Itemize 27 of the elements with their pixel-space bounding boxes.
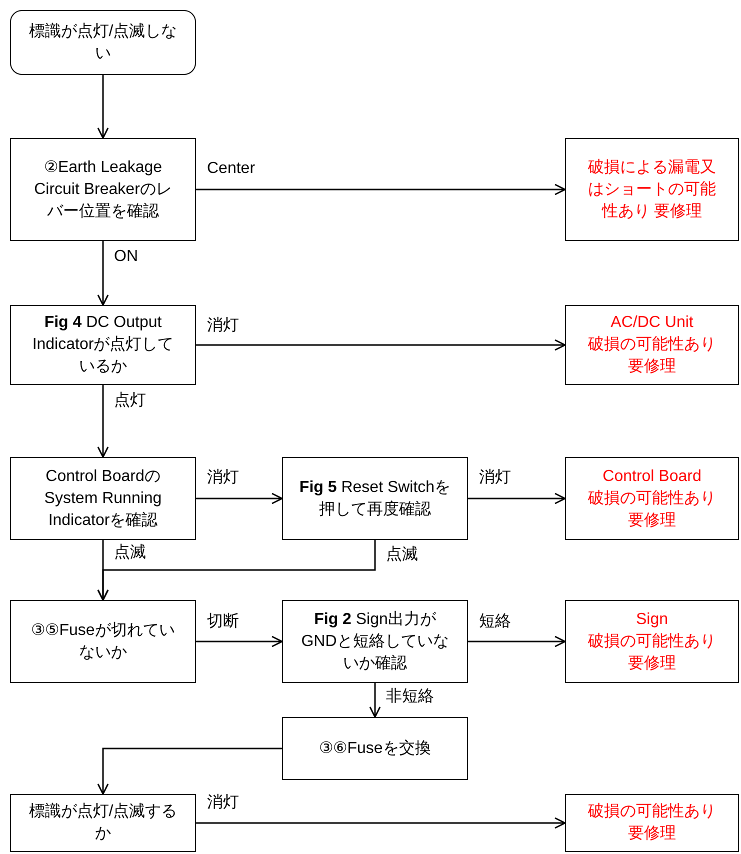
arrow (196, 339, 566, 351)
start-box: 標識が点灯/点滅しない (10, 10, 196, 75)
arrow (196, 184, 566, 196)
arrow (196, 817, 566, 829)
result-box: AC/DC Unit 破損の可能性あり 要修理 (565, 305, 739, 385)
result-box: Sign 破損の可能性あり 要修理 (565, 600, 739, 683)
arrow (97, 241, 109, 306)
arrow (196, 636, 283, 648)
arrow (468, 636, 566, 648)
arrow (97, 75, 109, 139)
arrow (97, 385, 109, 458)
process-box: ③⑤Fuseが切れていないか (10, 600, 196, 683)
process-box: ②Earth Leakage Circuit Breakerのレバー位置を確認 (10, 138, 196, 241)
result-box: 破損の可能性あり 要修理 (565, 794, 739, 852)
process-box: 標識が点灯/点滅するか (10, 794, 196, 852)
process-box: ③⑥Fuseを交換 (282, 717, 468, 780)
process-box: Fig 4 DC Output Indicatorが点灯しているか (10, 305, 196, 385)
arrow (369, 683, 381, 718)
process-box: Fig 2 Sign出力がGNDと短絡していないか確認 (282, 600, 468, 683)
arrow (97, 540, 376, 601)
result-box: 破損による漏電又はショートの可能性あり 要修理 (565, 138, 739, 241)
arrow (196, 492, 283, 504)
result-box: Control Board 破損の可能性あり 要修理 (565, 457, 739, 540)
process-box: Fig 5 Reset Switchを押して再度確認 (282, 457, 468, 540)
arrow (468, 492, 566, 504)
arrow (97, 748, 282, 795)
process-box: Control BoardのSystem Running Indicatorを確認 (10, 457, 196, 540)
